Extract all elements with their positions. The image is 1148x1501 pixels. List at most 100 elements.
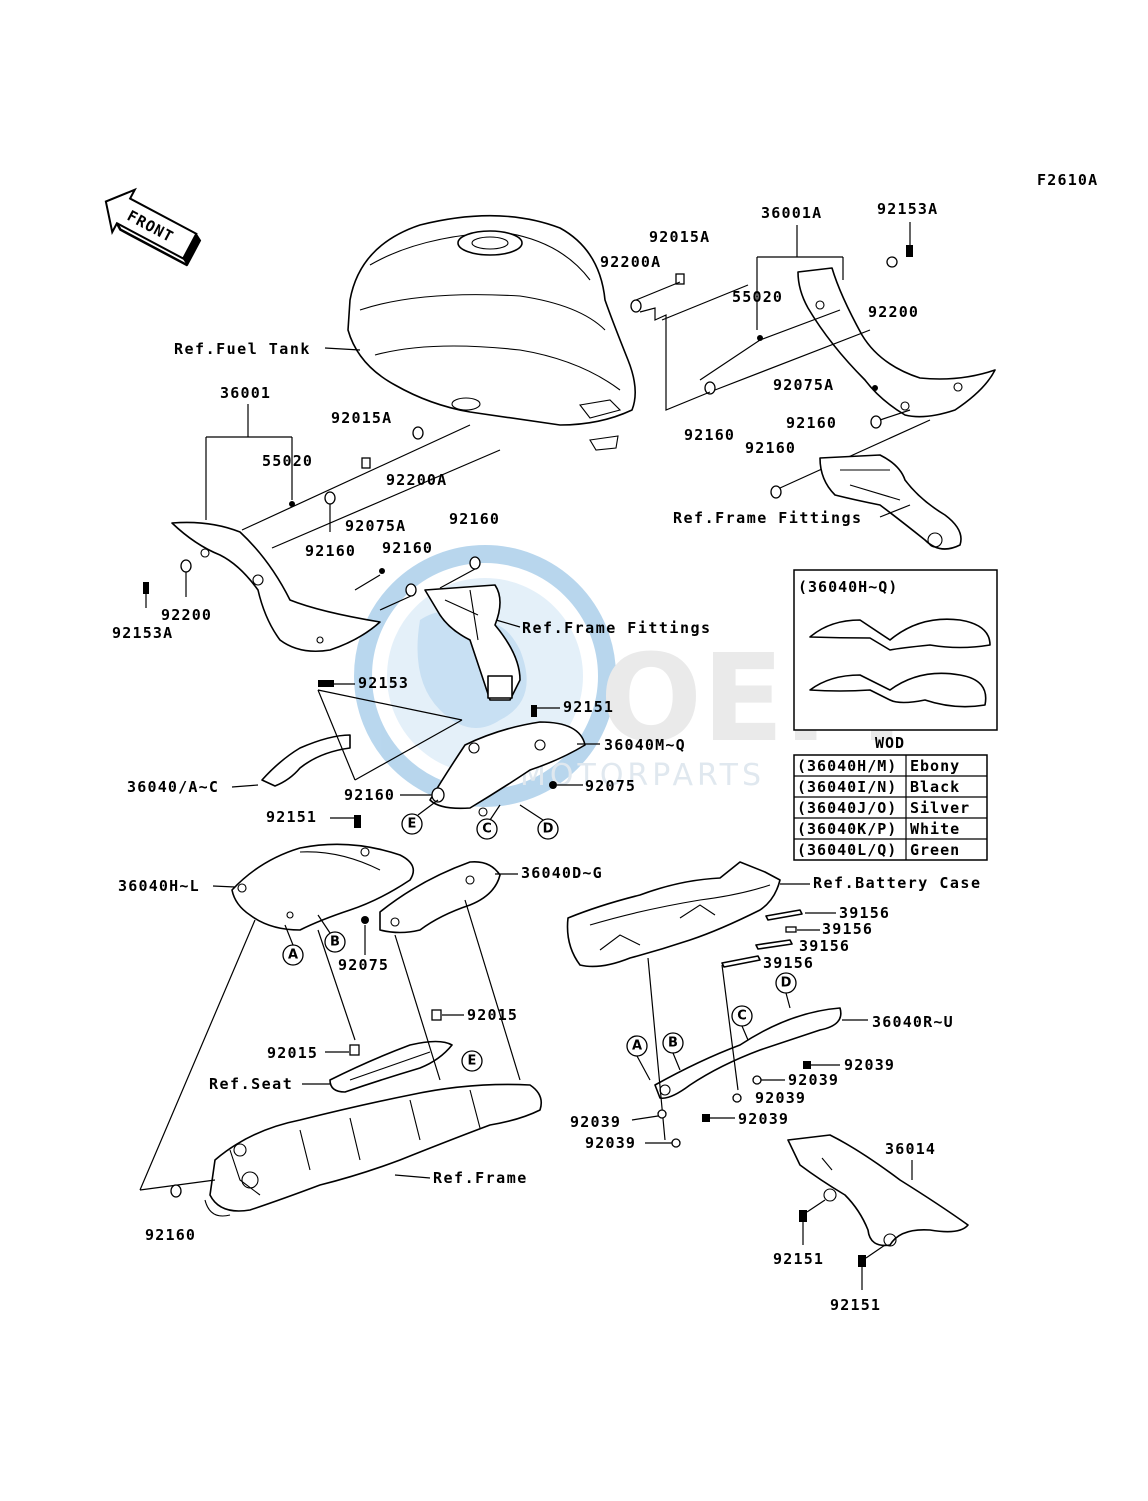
inset-title: (36040H~Q) bbox=[798, 578, 898, 596]
strip-icon bbox=[785, 926, 797, 933]
callout-E-1 bbox=[401, 813, 423, 835]
chain-cover-36014 bbox=[787, 1134, 969, 1247]
part-92075A-mid: 92075A bbox=[345, 517, 406, 535]
color-name-1: Ebony bbox=[910, 757, 960, 775]
color-code-3: (36040J/O) bbox=[797, 799, 897, 817]
bolt-icon bbox=[318, 680, 334, 687]
part-92039-f: 92039 bbox=[585, 1134, 636, 1152]
side-cover-36001A bbox=[797, 267, 996, 418]
clip-icon bbox=[803, 1061, 811, 1069]
part-92200-mid: 92200 bbox=[161, 606, 212, 624]
clip-icon bbox=[657, 1109, 667, 1119]
grommet-icon bbox=[379, 568, 385, 574]
color-code-2: (36040I/N) bbox=[797, 778, 897, 796]
clip-icon bbox=[752, 1075, 762, 1085]
clip-icon bbox=[732, 1093, 742, 1103]
frame-fittings-right bbox=[819, 454, 962, 550]
ref-frame: Ref.Frame bbox=[433, 1169, 528, 1187]
strip-icon bbox=[765, 909, 803, 921]
washer-icon bbox=[630, 299, 642, 313]
damper-icon bbox=[870, 415, 882, 429]
clip-icon bbox=[671, 1138, 681, 1148]
part-92153A-top: 92153A bbox=[877, 200, 938, 218]
part-36040M-Q: 36040M~Q bbox=[604, 736, 686, 754]
part-92160-a: 92160 bbox=[684, 426, 735, 444]
collar-icon bbox=[431, 1009, 442, 1021]
color-code-4: (36040K/P) bbox=[797, 820, 897, 838]
part-92151-b: 92151 bbox=[266, 808, 317, 826]
callout-B-2-label: B bbox=[668, 1036, 678, 1051]
part-92039-e: 92039 bbox=[570, 1113, 621, 1131]
damper-icon bbox=[405, 583, 417, 597]
figure-code: F2610A bbox=[1037, 171, 1098, 189]
strip-icon bbox=[755, 939, 793, 950]
part-92015-b: 92015 bbox=[467, 1006, 518, 1024]
frame-drawing bbox=[204, 1083, 543, 1217]
seat-bracket-drawing bbox=[329, 1040, 453, 1093]
color-table: WOD (36040H/M) Ebony (36040I/N) Black (3… bbox=[793, 734, 988, 861]
color-name-2: Black bbox=[910, 778, 960, 796]
callout-B-1-label: B bbox=[330, 935, 340, 950]
callout-A-1-label: A bbox=[288, 948, 298, 963]
color-name-3: Silver bbox=[910, 799, 970, 817]
part-92151-d: 92151 bbox=[830, 1296, 881, 1314]
bolt-icon bbox=[858, 1255, 866, 1267]
damper-icon bbox=[431, 787, 445, 803]
bolt-icon bbox=[906, 245, 913, 257]
grommet-icon bbox=[872, 385, 878, 391]
callout-A-2-label: A bbox=[632, 1039, 642, 1054]
part-92039-a: 92039 bbox=[844, 1056, 895, 1074]
part-92160-h: 92160 bbox=[145, 1226, 196, 1244]
part-36014: 36014 bbox=[885, 1140, 936, 1158]
callout-D-1 bbox=[537, 818, 559, 840]
part-92160-d: 92160 bbox=[305, 542, 356, 560]
part-36001: 36001 bbox=[220, 384, 271, 402]
bolt-icon bbox=[531, 705, 537, 717]
part-92015A-top: 92015A bbox=[649, 228, 710, 246]
part-92160-f: 92160 bbox=[449, 510, 500, 528]
grommet-icon bbox=[361, 916, 369, 924]
cover-36040-A-C bbox=[261, 734, 351, 787]
part-39156-c: 39156 bbox=[799, 937, 850, 955]
part-36040R-U: 36040R~U bbox=[872, 1013, 954, 1031]
damper-icon bbox=[324, 491, 336, 505]
callout-E-2 bbox=[461, 1050, 483, 1072]
inset-box: (36040H~Q) bbox=[793, 569, 998, 731]
damper-icon bbox=[704, 381, 716, 395]
cover-36040H-L bbox=[231, 843, 415, 931]
grommet-icon bbox=[289, 501, 295, 507]
bolt-icon bbox=[143, 582, 149, 594]
part-92160-c: 92160 bbox=[745, 439, 796, 457]
strip-icon bbox=[721, 955, 761, 968]
part-55020-top: 55020 bbox=[732, 288, 783, 306]
part-92039-c: 92039 bbox=[755, 1089, 806, 1107]
part-36001A: 36001A bbox=[761, 204, 822, 222]
washer-icon bbox=[412, 426, 424, 440]
grommet-icon bbox=[549, 781, 557, 789]
part-92200-top: 92200 bbox=[868, 303, 919, 321]
ref-seat: Ref.Seat bbox=[209, 1075, 293, 1093]
callout-D-1-label: D bbox=[543, 822, 554, 837]
part-92151-c: 92151 bbox=[773, 1250, 824, 1268]
ref-frame-fittings-top: Ref.Frame Fittings bbox=[673, 509, 863, 527]
part-92075A-top: 92075A bbox=[773, 376, 834, 394]
color-code-1: (36040H/M) bbox=[797, 757, 897, 775]
damper-icon bbox=[770, 485, 782, 499]
damper-icon bbox=[170, 1184, 182, 1198]
ref-frame-fittings-mid: Ref.Frame Fittings bbox=[522, 619, 712, 637]
color-code-5: (36040L/Q) bbox=[797, 841, 897, 859]
callout-C-1 bbox=[476, 818, 498, 840]
part-39156-b: 39156 bbox=[822, 920, 873, 938]
part-55020-mid: 55020 bbox=[262, 452, 313, 470]
ref-fuel-tank: Ref.Fuel Tank bbox=[174, 340, 311, 358]
callout-D-2-label: D bbox=[781, 976, 792, 991]
collar-icon bbox=[675, 273, 685, 285]
collar-icon bbox=[361, 457, 371, 469]
clip-icon bbox=[702, 1114, 710, 1122]
part-36040H-L: 36040H~L bbox=[118, 877, 200, 895]
part-92015A-mid: 92015A bbox=[331, 409, 392, 427]
cover-36040M-Q bbox=[429, 721, 586, 817]
part-92075-a: 92075 bbox=[585, 777, 636, 795]
